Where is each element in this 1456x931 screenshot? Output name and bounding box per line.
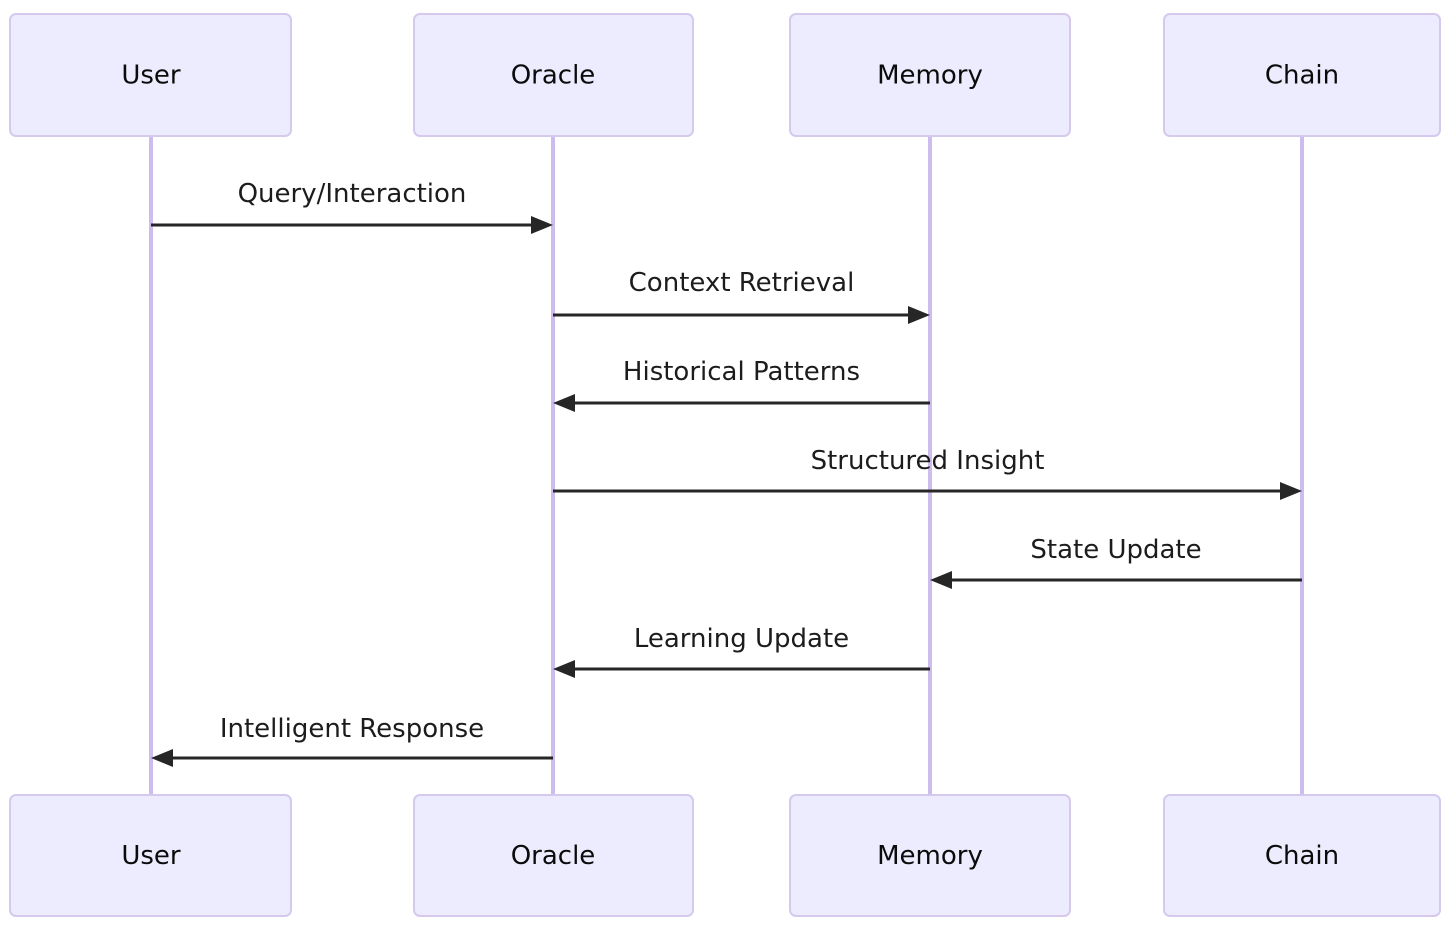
participant-top-user[interactable]: User	[9, 13, 292, 137]
participant-bottom-box-oracle[interactable]	[413, 794, 694, 917]
participant-top-box-chain[interactable]	[1163, 13, 1441, 137]
message-1: Context Retrieval	[553, 268, 930, 324]
message-arrowhead-0	[531, 216, 553, 234]
message-label-2: Historical Patterns	[623, 357, 860, 387]
participant-top-oracle[interactable]: Oracle	[413, 13, 694, 137]
message-arrowhead-3	[1280, 482, 1302, 500]
participant-top-box-oracle[interactable]	[413, 13, 694, 137]
participant-top-box-user[interactable]	[9, 13, 292, 137]
message-label-3: Structured Insight	[811, 446, 1045, 476]
lifelines-layer	[149, 136, 1304, 795]
message-label-5: Learning Update	[634, 624, 849, 654]
message-arrowhead-6	[151, 749, 173, 767]
participant-top-chain[interactable]: Chain	[1163, 13, 1441, 137]
message-2: Historical Patterns	[553, 357, 930, 412]
participant-bottom-label-chain: Chain	[1265, 841, 1339, 871]
message-label-1: Context Retrieval	[629, 268, 855, 298]
message-4: State Update	[930, 535, 1302, 589]
participant-bottom-box-user[interactable]	[9, 794, 292, 917]
participant-bottom-label-oracle: Oracle	[511, 841, 596, 871]
message-arrowhead-2	[553, 394, 575, 412]
message-5: Learning Update	[553, 624, 930, 678]
message-arrowhead-1	[908, 306, 930, 324]
message-0: Query/Interaction	[151, 179, 553, 234]
message-3: Structured Insight	[553, 446, 1302, 500]
participant-top-memory[interactable]: Memory	[789, 13, 1071, 137]
message-label-0: Query/Interaction	[238, 179, 467, 209]
message-6: Intelligent Response	[151, 714, 553, 767]
participant-top-label-chain: Chain	[1265, 61, 1339, 91]
participant-bottom-chain[interactable]: Chain	[1163, 794, 1441, 917]
participant-bottom-label-user: User	[121, 841, 181, 871]
participant-bottom-memory[interactable]: Memory	[789, 794, 1071, 917]
bottom-participant-boxes: User Oracle Memory Chain	[9, 794, 1441, 917]
participant-top-box-memory[interactable]	[789, 13, 1071, 137]
message-label-6: Intelligent Response	[220, 714, 484, 744]
top-participant-boxes: User Oracle Memory Chain	[9, 13, 1441, 137]
message-arrowhead-5	[553, 660, 575, 678]
message-arrowhead-4	[930, 571, 952, 589]
participant-bottom-box-chain[interactable]	[1163, 794, 1441, 917]
participant-top-label-oracle: Oracle	[511, 61, 596, 91]
participant-top-label-memory: Memory	[877, 61, 983, 91]
participant-bottom-box-memory[interactable]	[789, 794, 1071, 917]
message-label-4: State Update	[1030, 535, 1201, 565]
participant-bottom-user[interactable]: User	[9, 794, 292, 917]
participant-top-label-user: User	[121, 61, 181, 91]
participant-bottom-label-memory: Memory	[877, 841, 983, 871]
participant-bottom-oracle[interactable]: Oracle	[413, 794, 694, 917]
